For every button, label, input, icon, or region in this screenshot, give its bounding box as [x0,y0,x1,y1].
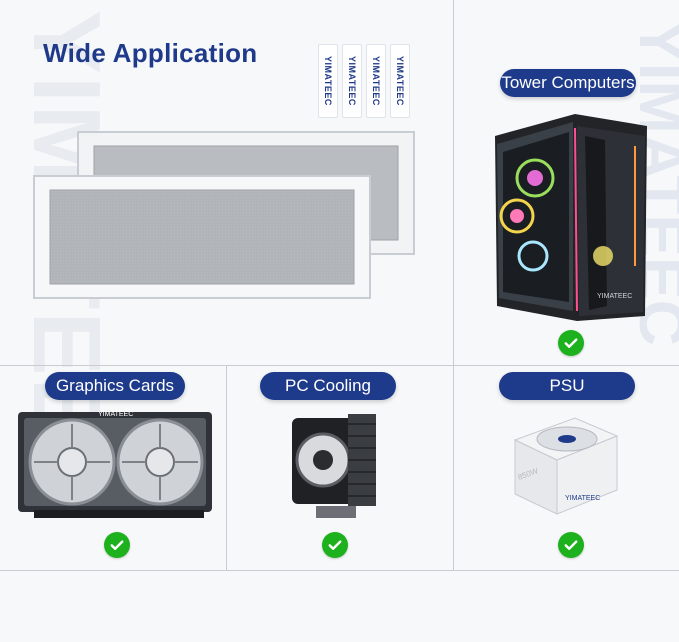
label-tag: YIMATEEC [318,44,338,118]
dust-filter-image [33,131,415,299]
category-pill-graphics-cards: Graphics Cards [45,372,185,400]
category-pill-tower-computers: Tower Computers [500,69,636,97]
divider-horizontal-bottom [0,570,679,571]
divider-vertical-top [453,0,454,365]
psu-image: 850W YIMATEEC [513,417,619,515]
check-icon [104,532,130,558]
brand-text: YIMATEEC [597,293,632,300]
graphics-card-image: YIMATEEC [18,411,212,518]
watermark-text: YIMATEEC [0,10,120,642]
label-tag: YIMATEEC [366,44,386,118]
check-icon [558,330,584,356]
brand-text: YIMATEEC [98,411,133,418]
check-icon [322,532,348,558]
tower-computer-image: YIMATEEC [495,114,647,321]
tag-text: YIMATEEC [371,56,381,106]
tag-text: YIMATEEC [323,56,333,106]
divider-horizontal-middle [0,365,679,366]
label-tag: YIMATEEC [342,44,362,118]
brand-text: YIMATEEC [565,495,600,502]
page-title: Wide Application [43,38,258,68]
tag-text: YIMATEEC [347,56,357,106]
check-icon [558,532,584,558]
label-tag: YIMATEEC [390,44,410,118]
category-pill-pc-cooling: PC Cooling [260,372,396,400]
category-pill-psu: PSU [499,372,635,400]
divider-vertical-bottom-right [453,365,454,570]
cpu-cooler-image [292,414,376,518]
tag-text: YIMATEEC [395,56,405,106]
divider-vertical-bottom-left [226,365,227,570]
